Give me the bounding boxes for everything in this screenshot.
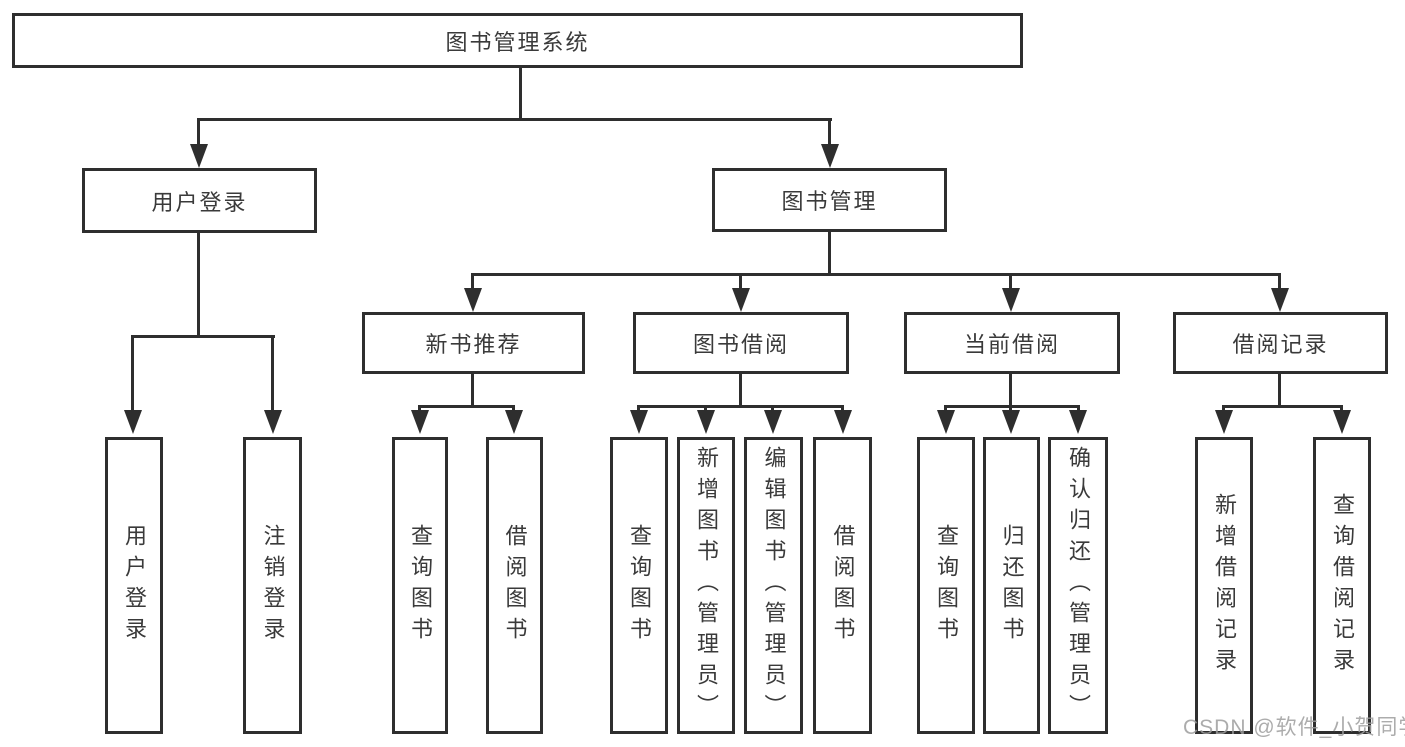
node-return-books: 归还图书 — [983, 437, 1040, 734]
arrowhead-down-icon — [732, 288, 750, 312]
arrowhead-down-icon — [1002, 288, 1020, 312]
node-label: 新增借阅记录 — [1212, 492, 1237, 679]
connector-stem — [471, 273, 474, 291]
connector-stem — [944, 405, 947, 413]
arrowhead-down-icon — [1215, 410, 1233, 434]
node-label: 注销登录 — [260, 523, 286, 648]
node-confirm-return-admin: 确认归还（管理员） — [1048, 437, 1108, 734]
connector-stem — [1340, 405, 1343, 413]
node-library-system: 图书管理系统 — [12, 13, 1023, 68]
node-borrow-records: 借阅记录 — [1173, 312, 1388, 374]
connector-rail — [1222, 405, 1343, 408]
node-user-login-group: 用户登录 — [82, 168, 317, 233]
connector-stem — [739, 374, 742, 405]
connector-stem — [471, 374, 474, 405]
arrowhead-down-icon — [764, 410, 782, 434]
connector-stem — [1009, 374, 1012, 405]
connector-rail — [637, 405, 844, 408]
node-label: 图书借阅 — [692, 332, 789, 357]
node-borrow-books: 借阅图书 — [813, 437, 872, 734]
connector-level2-rail — [197, 118, 832, 121]
arrowhead-down-icon — [834, 410, 852, 434]
node-label: 用户登录 — [122, 523, 147, 648]
connector-stem — [418, 405, 421, 413]
arrowhead-down-icon — [1271, 288, 1289, 312]
node-label: 当前借阅 — [963, 332, 1060, 357]
arrowhead-down-icon — [630, 410, 648, 434]
arrowhead-down-icon — [1333, 410, 1351, 434]
node-label: 编辑图书（管理员） — [761, 446, 787, 725]
arrowhead-down-icon — [411, 410, 429, 434]
connector-stem — [704, 405, 707, 413]
node-label: 查询图书 — [408, 523, 433, 648]
node-edit-book-admin: 编辑图书（管理员） — [744, 437, 803, 734]
node-label: 用户登录 — [151, 189, 248, 215]
arrowhead-down-icon — [1002, 410, 1020, 434]
node-label: 确认归还（管理员） — [1066, 446, 1091, 725]
connector-stem — [739, 273, 742, 291]
connector-stem — [1077, 405, 1080, 413]
connector-stem — [1009, 405, 1012, 413]
connector-stem — [1009, 273, 1012, 291]
connector-root-stem — [519, 68, 522, 118]
node-new-book-recommend: 新书推荐 — [362, 312, 585, 374]
connector-stem — [771, 405, 774, 413]
node-add-book-admin: 新增图书（管理员） — [677, 437, 735, 734]
connector-stem — [131, 335, 134, 412]
node-current-borrow: 当前借阅 — [904, 312, 1120, 374]
arrowhead-down-icon — [937, 410, 955, 434]
node-label: 查询借阅记录 — [1330, 492, 1355, 679]
node-book-management: 图书管理 — [712, 168, 947, 232]
node-label: 新书推荐 — [425, 332, 522, 357]
node-label: 图书管理 — [781, 189, 878, 214]
connector-level3-rail — [471, 273, 1281, 276]
connector-stem — [828, 232, 831, 273]
node-logout: 注销登录 — [243, 437, 302, 734]
csdn-watermark: CSDN @软件_小贺同学 — [1183, 716, 1405, 739]
arrowhead-down-icon — [190, 144, 208, 168]
node-book-borrow: 图书借阅 — [633, 312, 849, 374]
connector-stem — [637, 405, 640, 413]
connector-rail — [944, 405, 1080, 408]
node-label: 借阅记录 — [1232, 332, 1329, 357]
node-label: 借阅图书 — [502, 523, 528, 648]
node-borrow-books-recommend: 借阅图书 — [486, 437, 543, 734]
node-query-borrow-record: 查询借阅记录 — [1313, 437, 1371, 734]
node-label: 新增图书（管理员） — [694, 446, 719, 725]
node-query-books-borrow: 查询图书 — [610, 437, 668, 734]
node-add-borrow-record: 新增借阅记录 — [1195, 437, 1253, 734]
connector-stem — [271, 335, 274, 412]
arrowhead-down-icon — [124, 410, 142, 434]
arrowhead-down-icon — [1069, 410, 1087, 434]
connector-stem — [197, 118, 200, 146]
node-label: 图书管理系统 — [445, 29, 590, 55]
node-label: 查询图书 — [934, 523, 959, 648]
connector-stem — [1278, 374, 1281, 405]
arrowhead-down-icon — [821, 144, 839, 168]
arrowhead-down-icon — [464, 288, 482, 312]
node-query-books-recommend: 查询图书 — [392, 437, 448, 734]
arrowhead-down-icon — [264, 410, 282, 434]
arrowhead-down-icon — [505, 410, 523, 434]
node-user-login: 用户登录 — [105, 437, 163, 734]
connector-stem — [1222, 405, 1225, 413]
connector-stem — [1278, 273, 1281, 291]
connector-rail — [131, 335, 275, 338]
connector-stem — [828, 118, 831, 146]
connector-stem — [841, 405, 844, 413]
connector-stem — [197, 233, 200, 335]
connector-stem — [512, 405, 515, 413]
arrowhead-down-icon — [697, 410, 715, 434]
node-label: 借阅图书 — [830, 523, 856, 648]
node-query-books-current: 查询图书 — [917, 437, 975, 734]
connector-rail — [418, 405, 515, 408]
node-label: 查询图书 — [627, 523, 652, 648]
node-label: 归还图书 — [999, 523, 1025, 648]
